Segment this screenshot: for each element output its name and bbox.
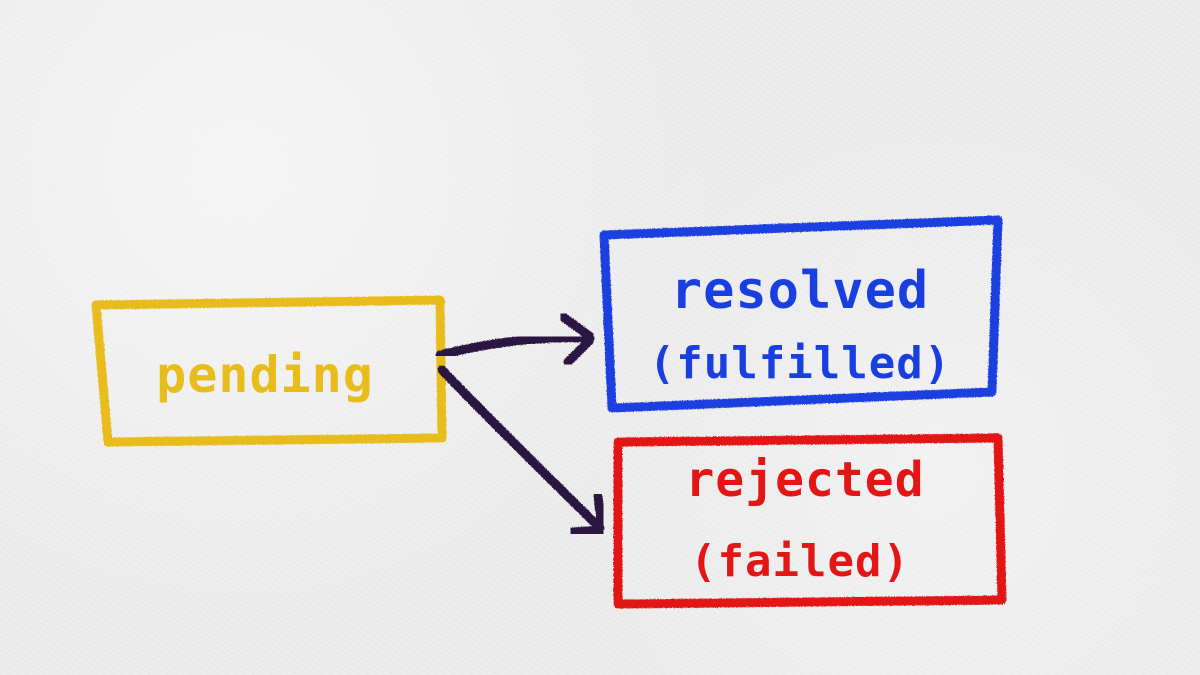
arrow-line [435, 333, 595, 360]
resolved-label: resolved [671, 261, 929, 321]
rejected-sublabel: (failed) [690, 536, 910, 587]
pending-label: pending [156, 346, 374, 404]
pending-box [91, 295, 447, 447]
arrow-head [567, 491, 607, 537]
pending-node: pending [91, 295, 447, 447]
arrow-pending-to-resolved [435, 311, 597, 367]
arrow-line [437, 365, 605, 533]
arrow-pending-to-rejected [437, 365, 607, 537]
rejected-box [613, 433, 1007, 609]
resolved-sublabel: (fulfilled) [649, 338, 951, 389]
resolved-box [599, 215, 1003, 413]
resolved-node: resolved (fulfilled) [599, 215, 1003, 413]
rejected-label: rejected [685, 452, 924, 508]
rejected-node: rejected (failed) [613, 433, 1007, 609]
arrow-head [557, 311, 597, 367]
